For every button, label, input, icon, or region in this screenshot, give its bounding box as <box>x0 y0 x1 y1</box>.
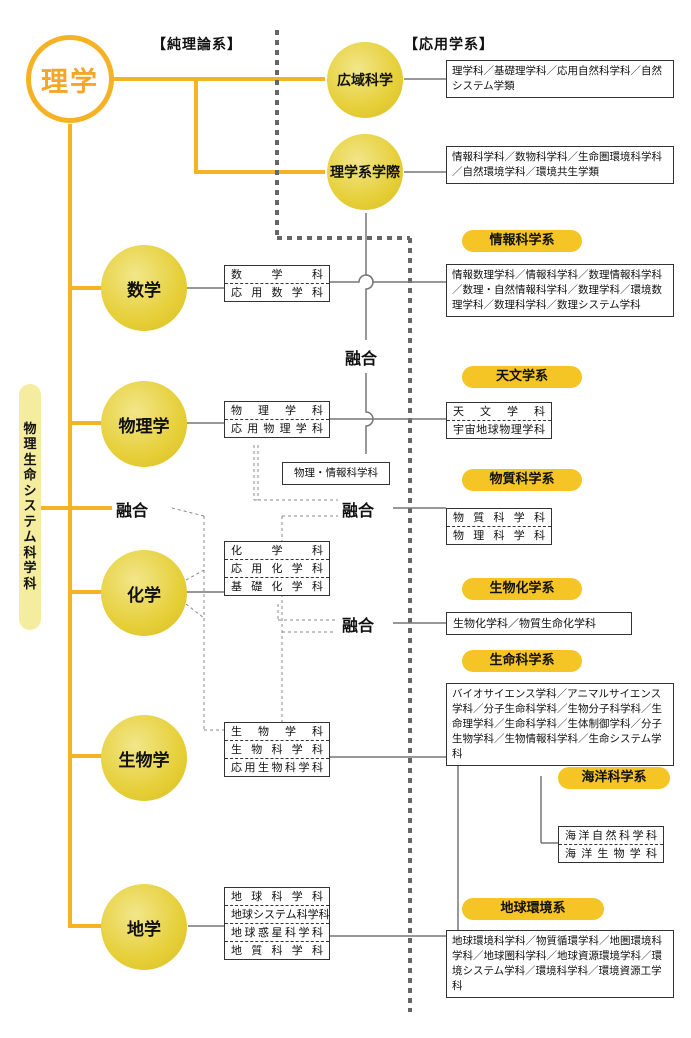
biochemistry-departments: 生物化学科／物質生命化学科 <box>446 612 632 635</box>
broad-science-departments: 理学科／基礎理学科／応用自然科学科／自然システム学類 <box>446 60 674 98</box>
information-science-departments: 情報数理学科／情報科学科／数理情報科学科／数理・自然情報科学科／数理学科／環境数… <box>446 264 674 317</box>
node-earth-science: 地学 <box>101 884 187 970</box>
category-marine-science: 海洋科学系 <box>558 767 670 789</box>
fusion-label-1: 融合 <box>343 345 380 369</box>
category-materials-science: 物質科学系 <box>462 469 582 491</box>
materials-science-departments: 物質科学科 物理科学科 <box>446 508 552 545</box>
node-chemistry: 化学 <box>101 550 187 636</box>
fusion-label-4: 融合 <box>340 612 377 636</box>
marine-science-departments: 海洋自然科学科 海洋生物学科 <box>558 826 664 863</box>
astronomy-departments: 天文学科 宇宙地球物理学科 <box>446 402 552 439</box>
category-biochemistry: 生物化学系 <box>462 578 582 600</box>
fusion-label-2: 融合 <box>114 497 151 521</box>
life-science-departments: バイオサイエンス学科／アニマルサイエンス学科／分子生命科学科／生物分子科学科／生… <box>446 683 674 766</box>
earth-science-departments: 地球科学科 地球システム科学科 地球惑星科学科 地質科学科 <box>224 887 330 960</box>
node-mathematics: 数学 <box>101 245 187 331</box>
category-information-science: 情報科学系 <box>462 230 582 252</box>
category-life-science: 生命科学系 <box>462 650 582 672</box>
node-physics: 物理学 <box>101 381 187 467</box>
fusion-label-3: 融合 <box>340 497 377 521</box>
pure-theory-header: 【純理論系】 <box>152 37 242 53</box>
physics-information-department: 物理・情報科学科 <box>282 462 390 485</box>
interdisciplinary-departments: 情報科学科／数物科学科／生命圏環境科学科／自然環境学科／環境共生学類 <box>446 146 674 184</box>
category-astronomy: 天文学系 <box>462 366 582 388</box>
mathematics-departments: 数学科 応用数学科 <box>224 265 330 302</box>
applied-studies-header: 【応用学系】 <box>404 37 494 53</box>
physics-departments: 物理学科 応用物理学科 <box>224 401 330 438</box>
node-biology: 生物学 <box>101 715 187 801</box>
node-interdisciplinary-science: 理学系学際 <box>327 134 403 210</box>
earth-environment-departments: 地球環境科学科／物質循環学科／地圏環境科学科／地球圏科学科／地球資源環境学科／環… <box>446 930 674 998</box>
root-node-science: 理学 <box>26 35 114 123</box>
category-earth-environment: 地球環境系 <box>462 898 604 920</box>
node-broad-science: 広域科学 <box>327 42 403 118</box>
chemistry-departments: 化学科 応用化学科 基礎化学科 <box>224 541 330 596</box>
side-label-physical-life-systems: 物理生命システム科学科 <box>19 384 41 630</box>
biology-departments: 生物学科 生物科学科 応用生物科学科 <box>224 722 330 777</box>
